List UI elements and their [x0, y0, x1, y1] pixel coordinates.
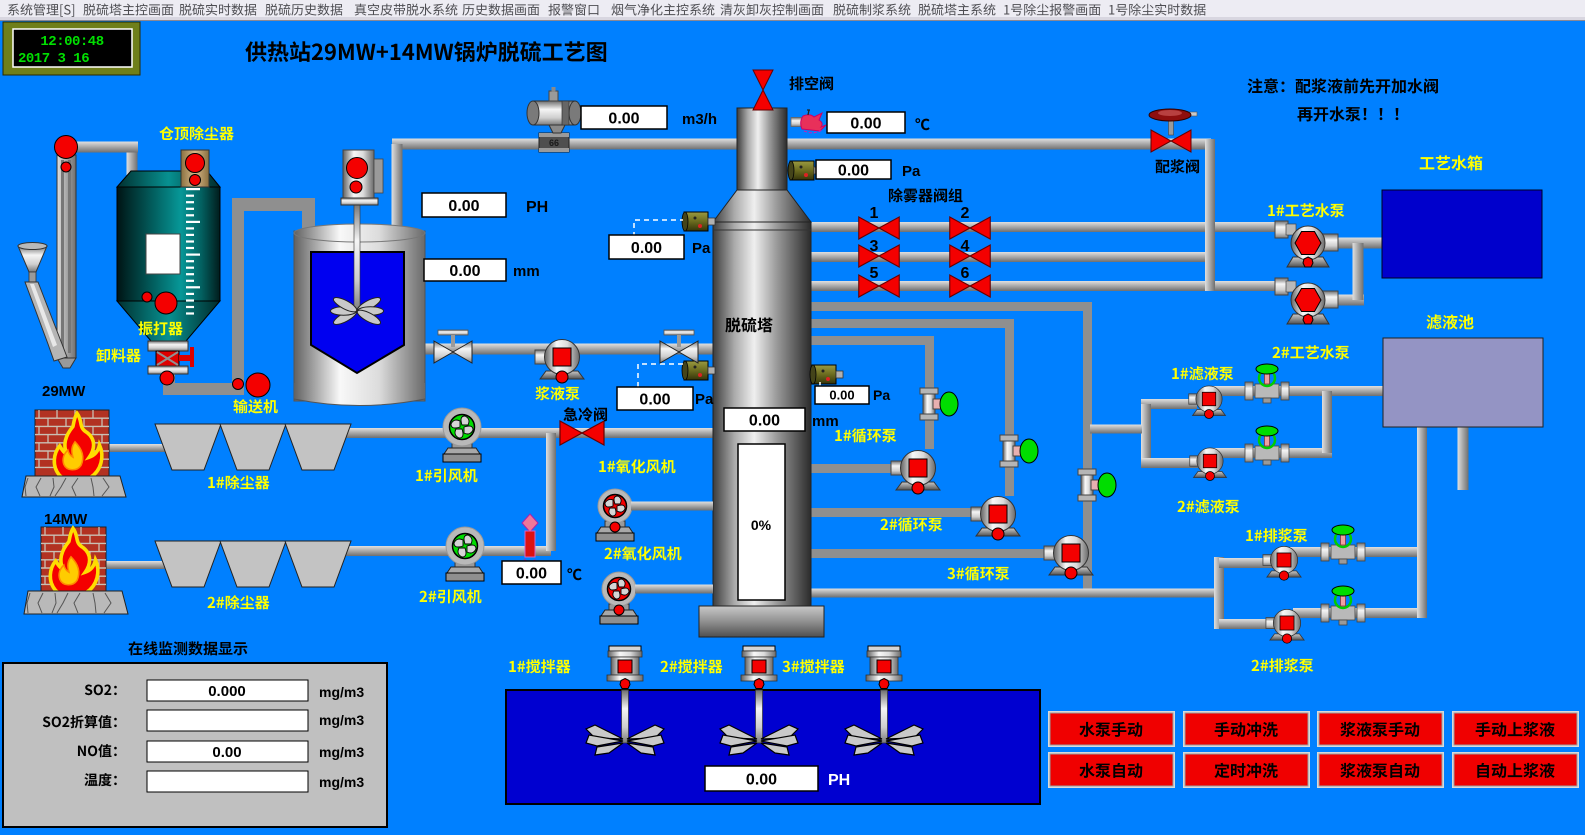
- svg-text:0.00: 0.00: [449, 263, 480, 280]
- svg-text:PH: PH: [828, 772, 850, 789]
- svg-text:Pa: Pa: [902, 163, 921, 180]
- svg-text:1: 1: [870, 205, 879, 222]
- svg-text:0.00: 0.00: [749, 412, 780, 429]
- svg-text:2: 2: [961, 205, 970, 222]
- svg-text:5: 5: [870, 265, 879, 282]
- svg-text:Pa: Pa: [873, 387, 890, 403]
- svg-text:0.00: 0.00: [838, 162, 869, 179]
- svg-text:mg/m3: mg/m3: [319, 712, 364, 728]
- svg-text:0.00: 0.00: [639, 391, 670, 408]
- svg-text:0.00: 0.00: [746, 771, 777, 788]
- svg-text:0%: 0%: [751, 517, 772, 533]
- svg-text:PH: PH: [526, 199, 548, 216]
- svg-text:mg/m3: mg/m3: [319, 744, 364, 760]
- svg-text:0.00: 0.00: [829, 388, 854, 403]
- svg-text:6: 6: [961, 265, 970, 282]
- svg-text:m3/h: m3/h: [682, 111, 717, 128]
- svg-text:66: 66: [549, 138, 559, 148]
- svg-text:mg/m3: mg/m3: [319, 774, 364, 790]
- svg-text:3: 3: [870, 238, 879, 255]
- svg-text:mm: mm: [513, 263, 540, 280]
- svg-text:0.00: 0.00: [448, 198, 479, 215]
- svg-text:Pa: Pa: [695, 391, 714, 408]
- svg-text:0.000: 0.000: [208, 683, 246, 700]
- svg-text:0.00: 0.00: [850, 115, 881, 132]
- svg-text:4: 4: [961, 238, 970, 255]
- svg-text:mg/m3: mg/m3: [319, 684, 364, 700]
- svg-text:0.00: 0.00: [608, 110, 639, 127]
- svg-text:0.00: 0.00: [516, 565, 547, 582]
- svg-text:Pa: Pa: [692, 240, 711, 257]
- svg-text:0.00: 0.00: [212, 744, 241, 761]
- svg-text:0.00: 0.00: [631, 240, 662, 257]
- svg-text:14MW: 14MW: [44, 511, 88, 528]
- svg-text:12:00:48: 12:00:48: [40, 34, 103, 50]
- svg-text:29MW: 29MW: [42, 383, 86, 400]
- svg-text:mm: mm: [812, 413, 839, 430]
- svg-text:2017 3 16: 2017 3 16: [18, 51, 89, 67]
